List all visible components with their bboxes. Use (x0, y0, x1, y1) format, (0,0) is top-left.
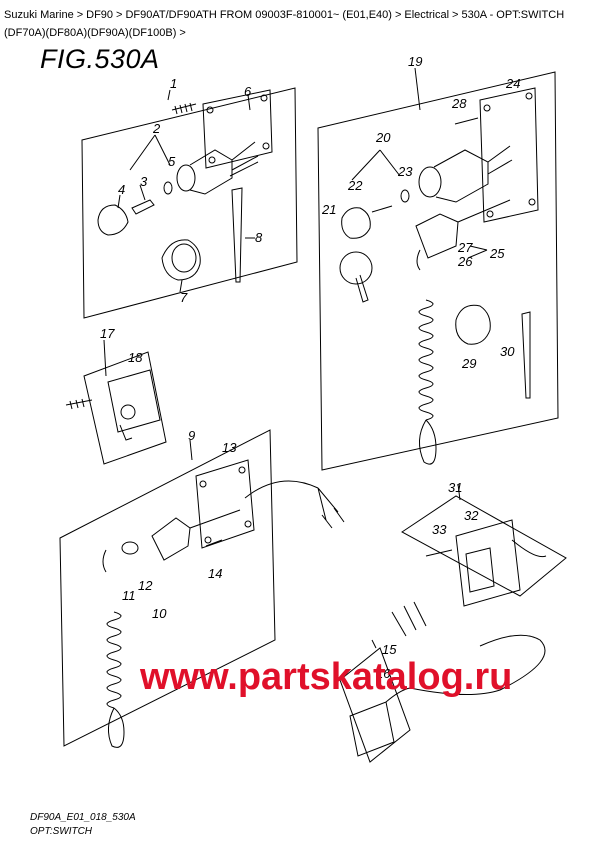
breadcrumb-electrical[interactable]: Electrical (404, 9, 450, 21)
callout-27: 27 (457, 240, 473, 255)
callout-3: 3 (140, 174, 148, 189)
part-cap-29 (455, 304, 491, 345)
part-key-21 (341, 207, 371, 239)
callout-20: 20 (375, 130, 391, 145)
callout-12: 12 (138, 578, 153, 593)
part-key-4 (97, 204, 129, 236)
callout-21: 21 (321, 202, 336, 217)
callout-22: 22 (347, 178, 363, 193)
breadcrumb-separator: > (452, 9, 459, 21)
callout-16: 16 (376, 666, 391, 681)
group-frame-15-16 (339, 647, 411, 763)
part-plate-18 (107, 369, 161, 433)
part-plate-13 (195, 459, 255, 549)
callout-7: 7 (180, 290, 188, 305)
callout-1: 1 (170, 76, 177, 91)
callout-13: 13 (222, 440, 237, 455)
callout-6: 6 (244, 84, 252, 99)
breadcrumb-separator: > (76, 9, 84, 21)
breadcrumb-suzuki-marine[interactable]: Suzuki Marine (4, 9, 74, 21)
callout-32: 32 (464, 508, 479, 523)
callout-23: 23 (397, 164, 413, 179)
group-frame-1-8 (81, 87, 298, 319)
figure-title: FIG.530A (40, 44, 160, 74)
watermark: www.partskatalog.ru (140, 656, 513, 698)
group-frame-19-30 (317, 71, 559, 471)
breadcrumb-current-page: 530A - OPT:SWITCH (DF70A)(DF80A)(DF90A)(… (4, 9, 565, 39)
callout-31: 31 (448, 480, 462, 495)
part-cap-7 (161, 239, 201, 281)
callout-9: 9 (188, 428, 195, 443)
breadcrumb-separator: > (394, 9, 402, 21)
part-coil-lanyard-10 (106, 611, 122, 709)
callout-33: 33 (432, 522, 447, 537)
callout-15: 15 (382, 642, 397, 657)
breadcrumb-separator: > (179, 27, 186, 39)
callout-5: 5 (168, 154, 176, 169)
group-frame-31-33 (401, 495, 567, 597)
callout-2: 2 (152, 121, 161, 136)
callout-18: 18 (128, 350, 143, 365)
part-cable-tie-8 (231, 187, 243, 283)
figure-code: DF90A_E01_018_530A (30, 812, 136, 823)
part-screw-1 (171, 102, 197, 115)
group-frame-17-18 (83, 351, 167, 465)
callout-14: 14 (208, 566, 222, 581)
callout-4: 4 (118, 182, 125, 197)
part-cable-tie-30 (521, 311, 531, 399)
part-plate-24 (479, 87, 539, 223)
callout-29: 29 (461, 356, 476, 371)
callout-28: 28 (451, 96, 467, 111)
breadcrumb: Suzuki Marine>DF90>DF90AT/DF90ATH FROM 0… (4, 6, 596, 42)
part-coil-lanyard (418, 299, 434, 421)
callout-8: 8 (255, 230, 263, 245)
part-key-switch (176, 164, 196, 192)
breadcrumb-model[interactable]: DF90AT/DF90ATH FROM 09003F-810001~ (E01,… (125, 9, 392, 21)
breadcrumb-separator: > (116, 9, 123, 21)
callout-17: 17 (100, 326, 115, 341)
callout-30: 30 (500, 344, 515, 359)
breadcrumb-df90[interactable]: DF90 (86, 9, 114, 21)
callout-25: 25 (489, 246, 505, 261)
part-switch-body (151, 517, 191, 561)
callout-19: 19 (408, 54, 422, 69)
part-switch-16 (349, 701, 395, 757)
group-frame-9-14 (59, 429, 276, 747)
figure-name: OPT:SWITCH (30, 826, 93, 837)
part-plate-6 (202, 89, 273, 169)
callout-24: 24 (505, 76, 520, 91)
callout-11: 11 (122, 588, 136, 603)
callout-26: 26 (457, 254, 473, 269)
part-stop-switch (415, 213, 459, 259)
callout-10: 10 (152, 606, 167, 621)
part-panel-32 (455, 519, 521, 607)
